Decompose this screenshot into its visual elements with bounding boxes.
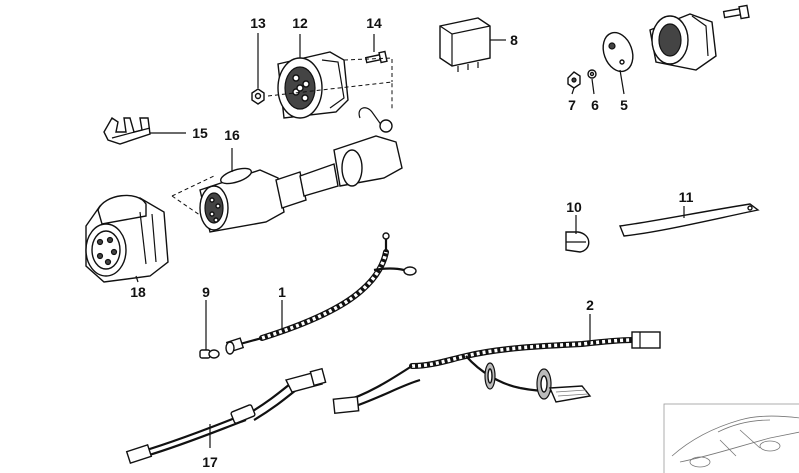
part-1-cable-harness bbox=[225, 232, 417, 355]
part-2-cable-harness bbox=[332, 331, 661, 414]
part-7-nut bbox=[567, 71, 581, 89]
part-13-screw bbox=[364, 50, 388, 64]
part-6-washer bbox=[587, 69, 597, 79]
callout-18: 18 bbox=[130, 284, 146, 300]
callout-9: 9 bbox=[202, 284, 210, 300]
callout-11: 11 bbox=[679, 189, 694, 205]
part-17-cable-with-connector bbox=[125, 367, 327, 464]
vehicle-inset-thumbnail bbox=[663, 403, 799, 473]
part-11-strap bbox=[619, 203, 760, 237]
callout-16: 16 bbox=[224, 127, 240, 143]
part-8-relay bbox=[439, 17, 491, 72]
callout-13: 14 bbox=[366, 15, 382, 31]
part-9-bulb bbox=[199, 349, 220, 359]
callout-7: 7 bbox=[568, 97, 576, 113]
leader-lines bbox=[135, 33, 685, 448]
part-5-gasket bbox=[602, 31, 634, 73]
callout-1: 1 bbox=[278, 284, 286, 300]
callout-15: 15 bbox=[192, 125, 208, 141]
callout-14: 13 bbox=[250, 15, 266, 31]
part-14-nut bbox=[251, 88, 265, 105]
callout-10: 10 bbox=[566, 199, 582, 215]
callout-2: 2 bbox=[586, 297, 594, 313]
callout-8: 8 bbox=[510, 32, 518, 48]
part-16-plug-adapter bbox=[199, 107, 403, 233]
callout-17: 17 bbox=[202, 454, 218, 470]
socket-housing-right bbox=[649, 4, 750, 71]
part-12-socket-housing bbox=[277, 51, 349, 119]
callout-12: 12 bbox=[292, 15, 308, 31]
callout-5: 5 bbox=[620, 97, 628, 113]
callout-6: 6 bbox=[591, 97, 599, 113]
callout-labels: 13 12 14 8 7 6 5 15 16 18 9 1 2 10 11 17 bbox=[130, 15, 693, 470]
part-15-clip bbox=[103, 117, 151, 145]
part-10-cable-clip bbox=[565, 231, 590, 253]
part-18-trailer-socket bbox=[85, 194, 169, 283]
